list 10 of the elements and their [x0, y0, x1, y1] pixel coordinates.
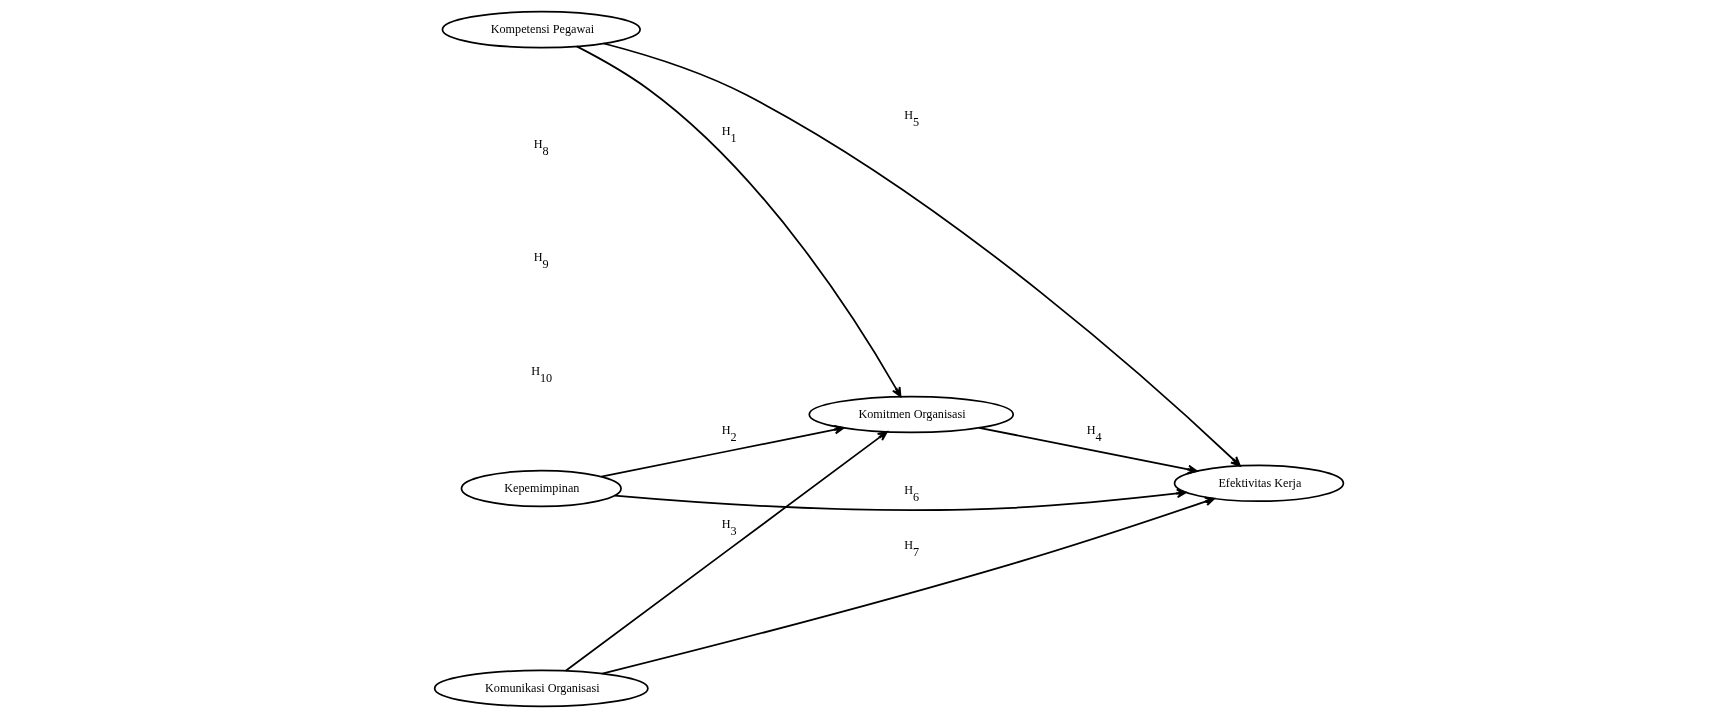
arrow	[613, 488, 1187, 511]
arrow	[602, 42, 1241, 467]
arrow	[564, 430, 888, 672]
arrow	[977, 426, 1198, 475]
arrow	[600, 496, 1215, 675]
arrow	[575, 45, 901, 398]
node-ellipse: Kompetensi Pegawai	[441, 10, 641, 49]
arrow	[599, 424, 844, 478]
node-ellipse: Kepemimpinan	[460, 469, 622, 508]
node-ellipse: Komunikasi Organisasi	[433, 669, 649, 708]
